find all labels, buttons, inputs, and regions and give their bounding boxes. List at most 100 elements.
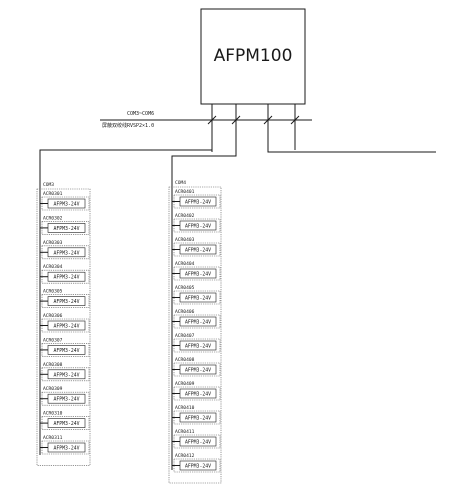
meter-enclosure	[173, 410, 221, 425]
meter-id: ACR0408	[175, 357, 195, 363]
module-label: AFPM3-24V	[54, 275, 80, 281]
module-box	[179, 268, 217, 279]
meter-enclosure	[173, 290, 221, 305]
meter-enclosure	[173, 434, 221, 449]
meter-enclosure	[41, 391, 90, 406]
module-label: AFPM3-24V	[185, 248, 211, 254]
module-box	[47, 271, 86, 282]
module-label: AFPM3-24V	[185, 368, 211, 374]
meter-enclosure	[173, 386, 221, 401]
module-label: AFPM3-24V	[185, 272, 211, 278]
meter-id: ACR0306	[43, 313, 63, 319]
module-box	[47, 296, 86, 306]
meter-enclosure	[173, 362, 221, 377]
meter-id: ACR0308	[43, 362, 63, 368]
meter-id: ACR0303	[43, 240, 63, 246]
module-box	[179, 244, 217, 255]
module-label: AFPM3-24V	[54, 421, 80, 427]
meter-enclosure	[41, 196, 90, 211]
branches: COM3ACR0301AFPM3-24VACR0302AFPM3-24VACR0…	[36, 180, 222, 484]
meter-id: ACR0304	[43, 264, 63, 270]
module-box	[47, 247, 86, 258]
module-label: AFPM3-24V	[54, 446, 80, 452]
meter-id: ACR0410	[175, 405, 195, 411]
controller-label: AFPM100	[214, 46, 293, 66]
meter-enclosure	[173, 194, 221, 209]
meter-enclosure	[173, 458, 221, 473]
module-box	[47, 320, 86, 331]
module-box	[179, 388, 217, 399]
controller-box	[200, 8, 306, 105]
branch-title: COM4	[175, 180, 186, 186]
meter-id: ACR0405	[175, 285, 195, 291]
branch-frame	[36, 188, 91, 466]
module-label: AFPM3-24V	[185, 200, 211, 206]
module-label: AFPM3-24V	[54, 226, 80, 232]
meter-id: ACR0409	[175, 381, 195, 387]
meter-enclosure	[41, 440, 90, 455]
module-box	[179, 412, 217, 423]
meter-enclosure	[173, 338, 221, 353]
module-box	[179, 364, 217, 375]
meter-enclosure	[41, 294, 90, 308]
branch-frame	[168, 186, 222, 484]
meter-enclosure	[41, 318, 90, 333]
meter-id: ACR0401	[175, 189, 195, 195]
module-box	[179, 436, 217, 447]
module-box	[47, 442, 86, 453]
module-box	[47, 223, 86, 233]
module-box	[47, 393, 86, 404]
meter-enclosure	[41, 343, 90, 357]
module-label: AFPM3-24V	[54, 202, 80, 208]
meter-id: ACR0403	[175, 237, 195, 243]
module-box	[179, 316, 217, 327]
meter-id: ACR0402	[175, 213, 195, 219]
module-box	[47, 345, 86, 355]
module-label: AFPM3-24V	[185, 320, 211, 326]
meter-id: ACR0302	[43, 215, 63, 221]
meter-id: ACR0406	[175, 309, 195, 315]
bus-label-bottom: 屏蔽双绞线RVSP2×1.0	[102, 122, 154, 129]
meter-id: ACR0310	[43, 411, 63, 417]
meter-enclosure	[173, 314, 221, 329]
meter-enclosure	[41, 416, 90, 430]
module-box	[47, 418, 86, 428]
meter-id: ACR0412	[175, 453, 195, 459]
module-box	[179, 460, 217, 471]
branch-title: COM3	[43, 182, 54, 188]
meter-id: ACR0307	[43, 337, 63, 343]
module-box	[47, 369, 86, 380]
meter-id: ACR0311	[43, 435, 63, 441]
bus-label-top: COM3~COM6	[127, 111, 154, 117]
meter-enclosure	[173, 266, 221, 281]
module-box	[179, 220, 217, 231]
module-label: AFPM3-24V	[185, 464, 211, 470]
module-box	[179, 196, 217, 207]
meter-enclosure	[41, 245, 90, 260]
meter-enclosure	[173, 242, 221, 257]
module-label: AFPM3-24V	[185, 224, 211, 230]
module-label: AFPM3-24V	[185, 344, 211, 350]
